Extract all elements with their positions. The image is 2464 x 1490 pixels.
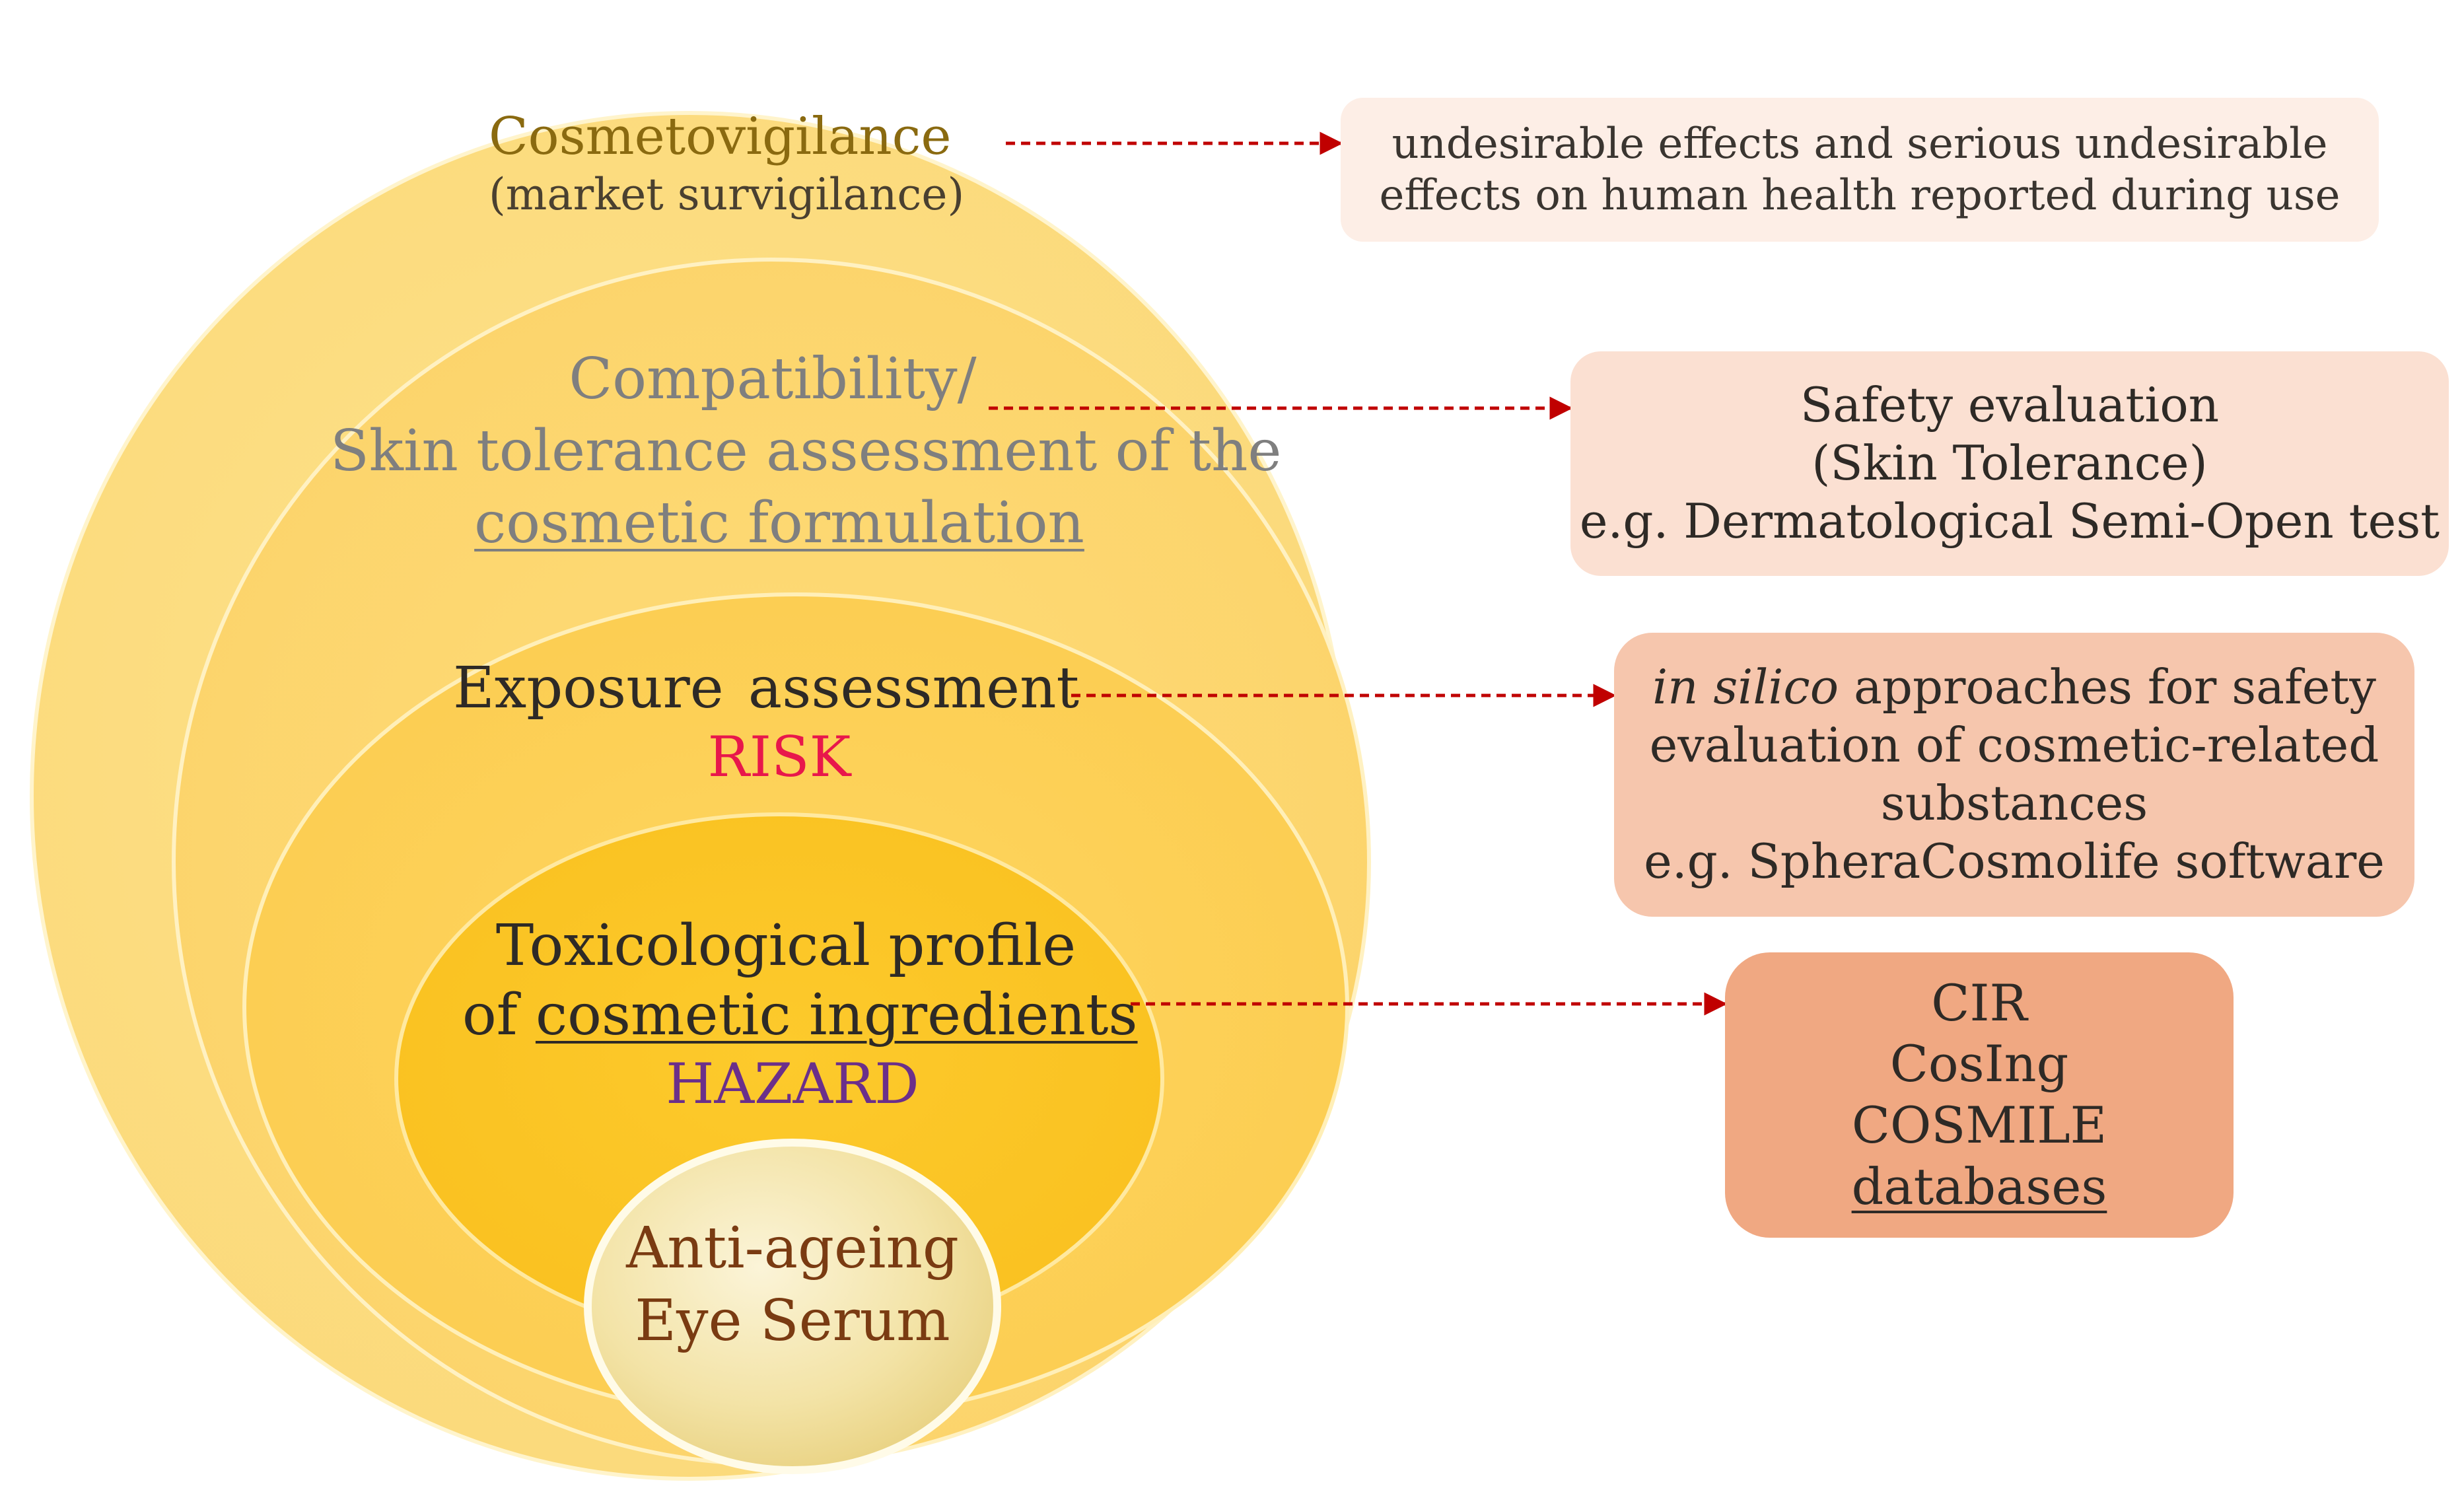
cosmetovigilance-title: Cosmetovigilance xyxy=(489,107,952,166)
databases-line3: COSMILE xyxy=(1851,1096,2107,1154)
safety-line2: (Skin Tolerance) xyxy=(1812,435,2208,491)
box-databases: CIR CosIng COSMILE databases xyxy=(1725,952,2234,1238)
insilico-italic: in silico xyxy=(1652,659,1839,715)
safety-line1: Safety evaluation xyxy=(1800,377,2220,433)
compatibility-label: Compatibility/ Skin tolerance assessment… xyxy=(330,343,1282,560)
circle-product xyxy=(584,1139,1001,1474)
hazard-tag: HAZARD xyxy=(666,1051,919,1116)
exposure-title: Exposure assessment xyxy=(452,655,1080,721)
product-label: Anti-ageing Eye Serum xyxy=(594,1212,991,1357)
toxicological-line1: Toxicological profile xyxy=(495,913,1076,979)
product-line1: Anti-ageing xyxy=(626,1215,959,1281)
toxicological-line2: of cosmetic ingredients xyxy=(462,981,1138,1050)
databases-line2: CosIng xyxy=(1889,1034,2069,1094)
box-in-silico: in silico approaches for safety evaluati… xyxy=(1614,633,2414,917)
undesirable-line2: effects on human health reported during … xyxy=(1379,171,2341,220)
box-safety-evaluation: Safety evaluation (Skin Tolerance) e.g. … xyxy=(1570,351,2449,576)
databases-line1: CIR xyxy=(1931,973,2027,1032)
insilico-line4: e.g. SpheraCosmolife software xyxy=(1644,833,2385,889)
insilico-line3: substances xyxy=(1880,775,2148,831)
toxicological-line2-underlined: cosmetic ingredients xyxy=(535,981,1138,1048)
toxicological-label: Toxicological profile of cosmetic ingred… xyxy=(462,911,1138,1118)
toxicological-line2-prefix: of xyxy=(462,981,536,1048)
compatibility-line3: cosmetic formulation xyxy=(474,490,1084,557)
insilico-line1: in silico approaches for safety xyxy=(1652,658,2376,717)
box-undesirable-effects: undesirable effects and serious undesira… xyxy=(1341,98,2379,242)
undesirable-line1: undesirable effects and serious undesira… xyxy=(1391,119,2328,168)
exposure-label: Exposure assessment RISK xyxy=(453,654,1083,791)
compatibility-line2: Skin tolerance assessment of the xyxy=(330,418,1282,485)
risk-tag: RISK xyxy=(707,724,851,789)
cosmetovigilance-subtitle: (market survigilance) xyxy=(489,169,965,221)
compatibility-line1: Compatibility/ xyxy=(569,346,977,412)
cosmetovigilance-label: Cosmetovigilance (market survigilance) xyxy=(489,106,965,222)
product-line2: Eye Serum xyxy=(635,1288,950,1355)
insilico-line2: evaluation of cosmetic-related xyxy=(1649,717,2379,773)
safety-line3: e.g. Dermatological Semi-Open test xyxy=(1579,493,2440,549)
databases-line4: databases xyxy=(1851,1156,2107,1216)
insilico-line1-rest: approaches for safety xyxy=(1839,659,2376,715)
